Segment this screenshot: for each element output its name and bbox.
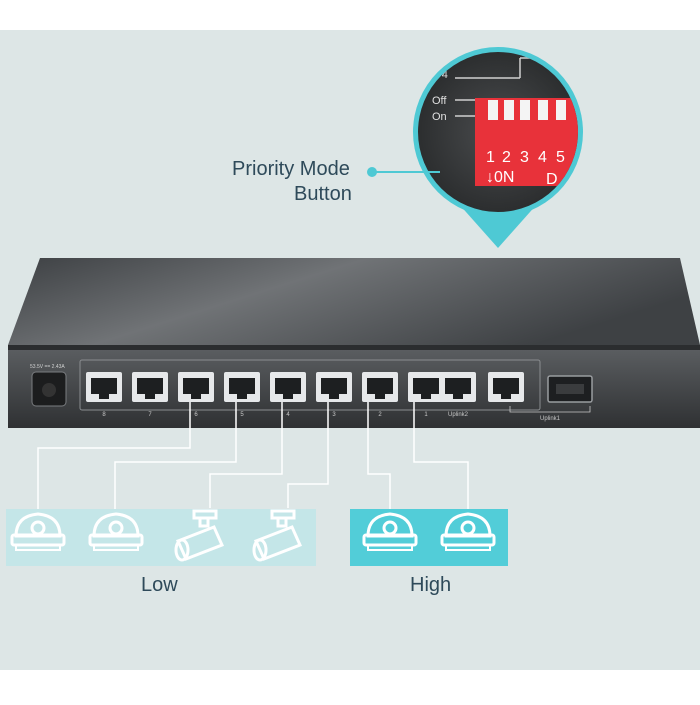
port-label: 1 bbox=[424, 412, 428, 418]
dip-label-on: On bbox=[432, 111, 447, 123]
ethernet-port[interactable] bbox=[362, 372, 398, 402]
dip-number: 3 bbox=[520, 149, 529, 166]
port-label: 2 bbox=[378, 412, 382, 418]
power-label: 53.5V == 2.43A bbox=[30, 364, 65, 370]
ethernet-ports bbox=[86, 372, 593, 403]
connection-lines bbox=[37, 402, 469, 512]
dip-number: 2 bbox=[502, 149, 511, 166]
switch-top bbox=[8, 258, 700, 345]
port-label: 7 bbox=[148, 412, 152, 418]
dip-switch-lever[interactable] bbox=[556, 100, 566, 120]
uplink2-port[interactable] bbox=[440, 372, 476, 402]
dip-number: 4 bbox=[538, 149, 547, 166]
ethernet-port[interactable] bbox=[270, 372, 306, 402]
dip-switch-lever[interactable] bbox=[538, 100, 548, 120]
callout-title: Priority Mode bbox=[232, 158, 350, 180]
uplink-rj45-port[interactable] bbox=[488, 372, 524, 402]
port-label: 3 bbox=[332, 412, 336, 418]
port-label: 6 bbox=[194, 412, 198, 418]
dip-label-off: Off bbox=[432, 95, 447, 107]
ethernet-port[interactable] bbox=[316, 372, 352, 402]
port-label: 4 bbox=[286, 412, 290, 418]
dip-switch-lever[interactable] bbox=[504, 100, 514, 120]
high-priority-label: High bbox=[410, 574, 452, 596]
magnifier-callout: 1-4 Off On 1 2 3 4 5 ↓0N D bbox=[367, 47, 583, 248]
dip-switch-lever[interactable] bbox=[520, 100, 530, 120]
ethernet-port[interactable] bbox=[178, 372, 214, 402]
callout-dot bbox=[367, 167, 377, 177]
ethernet-port[interactable] bbox=[224, 372, 260, 402]
sfp-port[interactable] bbox=[547, 375, 593, 403]
uplink2-label: Uplink2 bbox=[448, 412, 469, 418]
dip-number: 5 bbox=[556, 149, 565, 166]
uplink1-label: Uplink1 bbox=[540, 416, 561, 422]
ethernet-port[interactable] bbox=[408, 372, 444, 402]
dip-number: 1 bbox=[486, 149, 495, 166]
callout-subtitle: Button bbox=[294, 183, 352, 205]
dip-on-mark: ↓0N bbox=[486, 169, 514, 186]
ethernet-port[interactable] bbox=[86, 372, 122, 402]
low-priority-label: Low bbox=[141, 574, 178, 596]
dip-switch-lever[interactable] bbox=[488, 100, 498, 120]
ethernet-port[interactable] bbox=[132, 372, 168, 402]
dip-partial-mark: D bbox=[546, 171, 558, 188]
port-label: 8 bbox=[102, 412, 106, 418]
port-label: 5 bbox=[240, 412, 244, 418]
